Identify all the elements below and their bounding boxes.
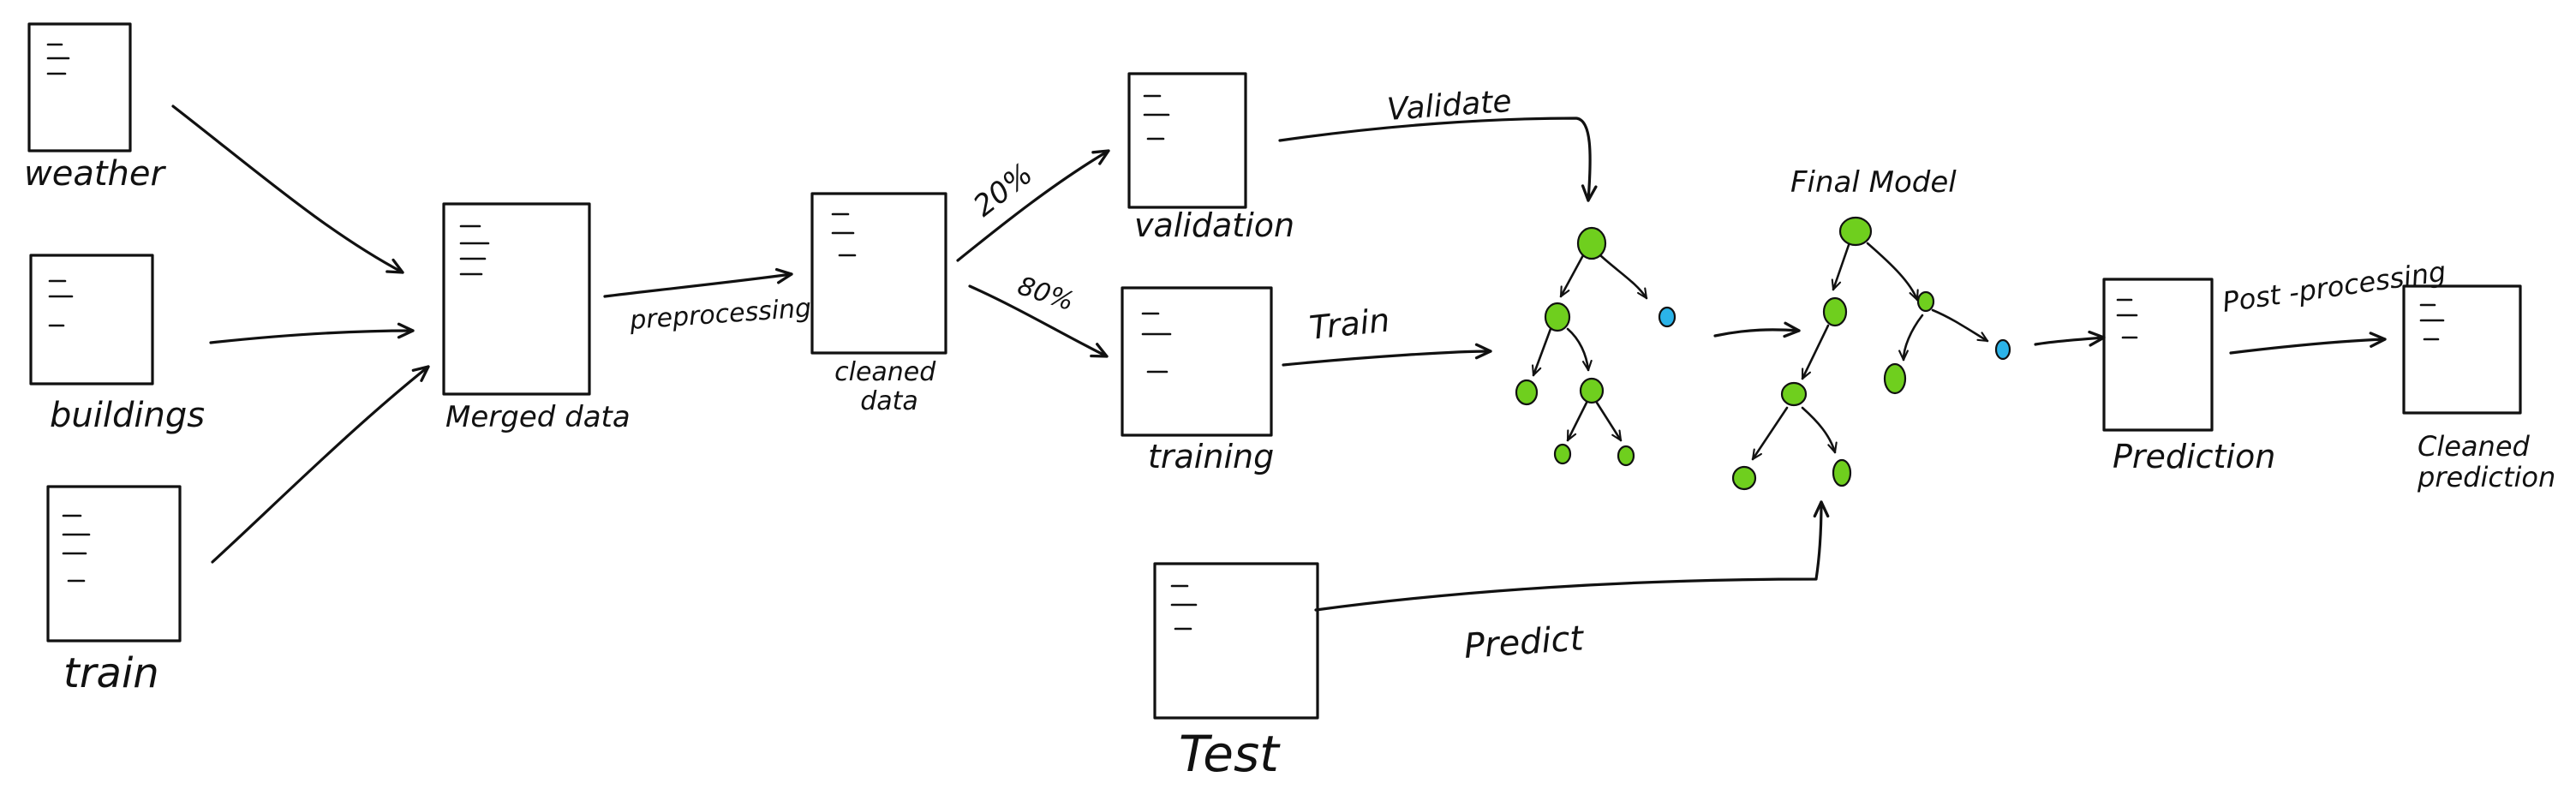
training-label: training	[1148, 438, 1274, 475]
tree-edge	[1532, 327, 1552, 377]
split-80-label: 80%	[1014, 271, 1078, 317]
tree-edge	[1801, 406, 1838, 454]
cleaned-prediction-label: Cleaned prediction	[2417, 430, 2555, 493]
train-arrow	[1282, 343, 1492, 367]
tree-node	[1515, 379, 1539, 406]
tree-edge	[1898, 314, 1924, 362]
buildings-label: buildings	[50, 396, 205, 435]
tree-edge	[1866, 242, 1919, 302]
tree-leaf-blue	[1658, 306, 1676, 328]
tree-node	[1553, 443, 1572, 465]
preprocessing-label: preprocessing	[628, 293, 812, 336]
cleaned-to-training-arrow	[968, 284, 1109, 358]
tree-edge	[1566, 327, 1593, 372]
tree-node	[1822, 296, 1848, 327]
tree-edge	[1831, 243, 1850, 291]
tree-node	[1780, 381, 1808, 407]
weather-to-merged-arrow	[171, 105, 404, 274]
final-model-tree: Final Model	[1731, 165, 2011, 491]
tree-node	[1731, 465, 1757, 491]
test-label: Test	[1179, 725, 1281, 783]
buildings-document: buildings	[29, 254, 205, 435]
training-document: training	[1121, 286, 1274, 475]
tree-node	[1883, 362, 1907, 395]
tree-node	[1579, 377, 1605, 404]
predict-arrow	[1314, 500, 1830, 612]
prediction-document: Prediction	[2102, 278, 2275, 475]
tree-edge	[1599, 254, 1648, 300]
tree-node	[1916, 290, 1935, 313]
train-label: train	[63, 649, 159, 697]
decision-tree	[1515, 226, 1676, 467]
split-20-label: 20%	[967, 157, 1039, 224]
post-processing-arrow	[2229, 332, 2387, 355]
merged-to-cleaned-arrow	[603, 267, 793, 298]
cleaned-data-document: cleaned data	[810, 192, 947, 416]
final-to-prediction-arrow	[2034, 330, 2106, 347]
tree-edge	[1751, 406, 1789, 461]
tree-edge	[1801, 324, 1830, 380]
weather-document: weather	[24, 22, 166, 194]
final-model-title: Final Model	[1790, 165, 1957, 200]
test-document: Test	[1153, 562, 1319, 783]
tree-node	[1838, 216, 1873, 247]
tree-edge	[1595, 401, 1623, 442]
tree-to-final-arrow	[1713, 321, 1801, 338]
tree-leaf-blue	[1994, 338, 2011, 361]
tree-edge	[1559, 254, 1585, 298]
tree-node	[1617, 445, 1635, 467]
weather-label: weather	[24, 154, 166, 194]
tree-edge	[1566, 401, 1588, 442]
cleaned-to-validation-arrow	[956, 149, 1110, 262]
predict-label: Predict	[1462, 619, 1586, 666]
cleaned-data-label: cleaned data	[834, 357, 944, 416]
validate-label: Validate	[1386, 84, 1513, 128]
validation-label: validation	[1134, 206, 1294, 244]
merged-data-document: Merged data	[442, 202, 631, 434]
prediction-label: Prediction	[2113, 438, 2275, 475]
cleaned-prediction-document: Cleaned prediction	[2402, 284, 2555, 493]
validation-document: validation	[1127, 72, 1294, 244]
merged-data-label: Merged data	[445, 400, 631, 434]
tree-node	[1576, 226, 1607, 260]
tree-node	[1832, 458, 1852, 487]
tree-node	[1544, 302, 1571, 332]
train-document: train	[46, 485, 182, 697]
buildings-to-merged-arrow	[209, 322, 415, 344]
tree-edge	[1931, 308, 1989, 343]
train-to-merged-arrow	[211, 365, 430, 564]
train-label: Train	[1307, 301, 1391, 347]
validate-arrow	[1278, 117, 1598, 202]
